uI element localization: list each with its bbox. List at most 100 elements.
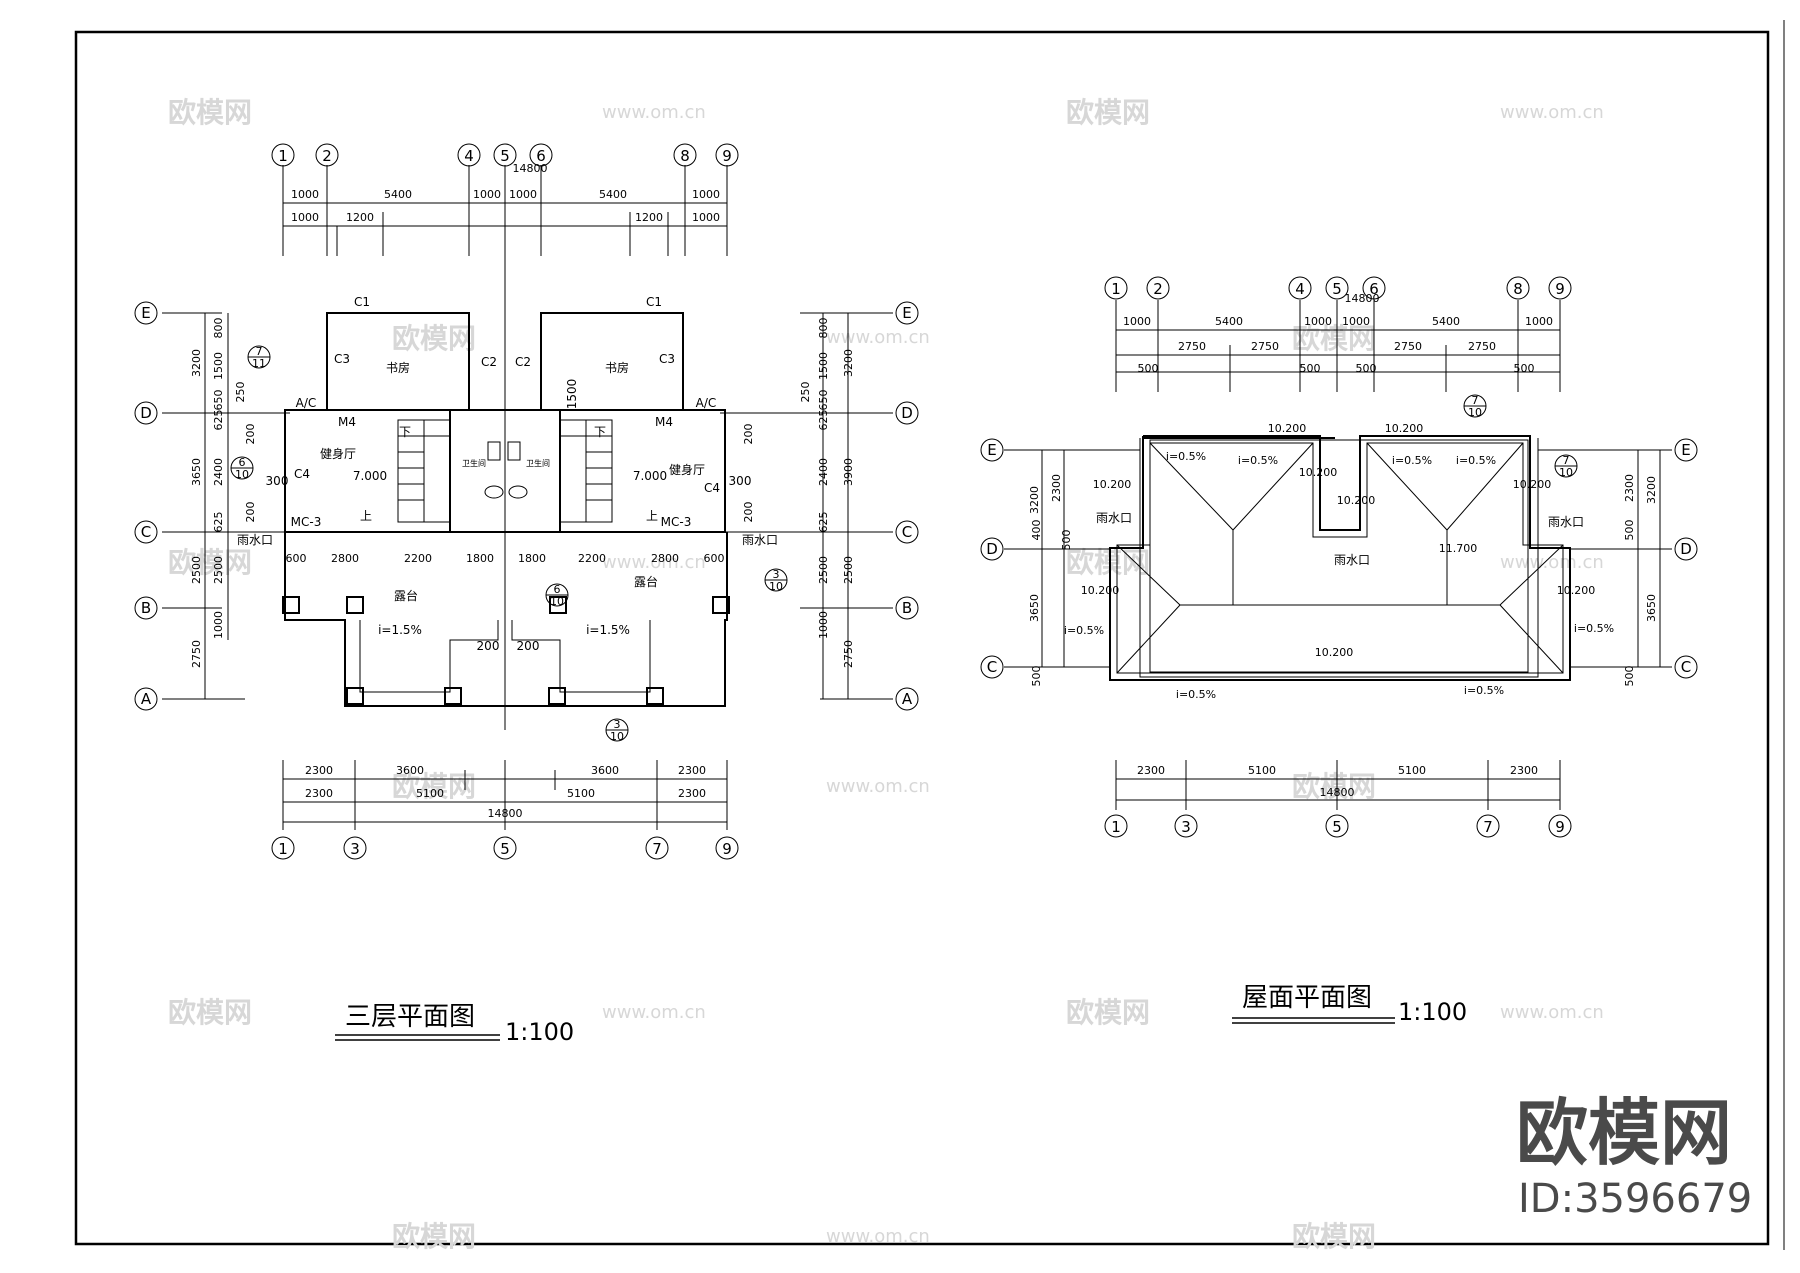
axis-label: 5: [500, 147, 510, 165]
axis-label: 9: [722, 840, 732, 858]
watermark-logo: 欧模网: [1292, 1220, 1376, 1253]
elevation: 7.000: [353, 469, 387, 483]
dim: 3200: [190, 349, 203, 377]
dim: 1500: [565, 379, 579, 410]
window-label: C1: [354, 295, 370, 309]
left-plan-dimensions: 14800 1000 5400 1000 1000 5400 1000 1000…: [286, 162, 725, 820]
callout-num: 7: [1563, 454, 1570, 467]
window-label: C2: [515, 355, 531, 369]
dim: 200: [244, 424, 257, 445]
room-terrace: 露台: [394, 588, 418, 603]
dim: 2750: [1394, 340, 1422, 353]
room-washroom: 卫生间: [462, 458, 486, 468]
callout-num: 7: [256, 345, 263, 358]
drawing-title: 三层平面图: [345, 1002, 475, 1032]
dim: 2800: [651, 552, 679, 565]
right-plan-axis-bubbles: [980, 276, 1698, 838]
drain-label: 雨水口: [1334, 553, 1370, 567]
callout-den: 10: [769, 580, 783, 593]
watermark-logo: 欧模网: [1292, 770, 1376, 803]
callout-den: 10: [610, 730, 624, 743]
dim: 5400: [384, 188, 412, 201]
dim: 500: [1356, 362, 1377, 375]
axis-label: C: [141, 523, 151, 541]
dim: 2400: [817, 458, 830, 486]
dim-total: 14800: [513, 162, 548, 175]
dim: 625: [817, 410, 830, 431]
callout-den: 10: [1559, 466, 1573, 479]
dim-total: 14800: [1320, 786, 1355, 799]
dim: 1000: [1525, 315, 1553, 328]
axis-label: 8: [1513, 280, 1523, 298]
dim: 3200: [1028, 486, 1041, 514]
axis-label: 1: [1111, 818, 1121, 836]
drawing-scale: 1:100: [505, 1018, 574, 1046]
elevation: 10.200: [1093, 478, 1132, 491]
elevation: 10.200: [1268, 422, 1307, 435]
dim: 1500: [212, 352, 225, 380]
callout-den: 11: [252, 357, 266, 370]
slope-label: i=0.5%: [1064, 624, 1104, 637]
dim: 200: [742, 502, 755, 523]
elevation: 7.000: [633, 469, 667, 483]
dim: 625: [817, 512, 830, 533]
drain-label: 雨水口: [1548, 515, 1584, 529]
window-label: C1: [646, 295, 662, 309]
axis-label: 5: [1332, 818, 1342, 836]
drain-label: 雨水口: [742, 533, 778, 547]
watermark-logo: 欧模网: [392, 770, 476, 803]
axis-label: 4: [1295, 280, 1305, 298]
dim: 5400: [1215, 315, 1243, 328]
watermark-logo: 欧模网: [168, 96, 252, 129]
window-label: C2: [481, 355, 497, 369]
dim: 3900: [842, 458, 855, 486]
door-label: MC-3: [661, 515, 692, 529]
axis-label: 7: [1483, 818, 1493, 836]
dim: 200: [477, 639, 500, 653]
watermark-url: www.om.cn: [1500, 102, 1604, 123]
watermark-logo: 欧模网: [1066, 96, 1150, 129]
left-plan-axis-bubbles: [134, 143, 919, 860]
elevation: 10.200: [1513, 478, 1552, 491]
axis-label: D: [901, 404, 913, 422]
dim: 5100: [1398, 764, 1426, 777]
dim: 1000: [1342, 315, 1370, 328]
slope-label: i=0.5%: [1238, 454, 1278, 467]
dim: 1200: [635, 211, 663, 224]
right-plan-roof-labels: 10.200 10.200 10.200 10.200 10.200 10.20…: [1064, 422, 1614, 701]
left-plan-title-block: 三层平面图 1:100: [345, 1002, 574, 1046]
watermark-logo: 欧模网: [168, 996, 252, 1029]
axis-label: E: [902, 304, 911, 322]
dim: 400: [1030, 520, 1043, 541]
watermark-url: www.om.cn: [602, 102, 706, 123]
window-label: C3: [659, 352, 675, 366]
window-label: C4: [294, 467, 310, 481]
dim: 5100: [1248, 764, 1276, 777]
dim: 1000: [692, 188, 720, 201]
axis-label: 1: [1111, 280, 1121, 298]
dim: 2750: [1468, 340, 1496, 353]
dim: 300: [729, 474, 752, 488]
axis-label: A: [902, 690, 913, 708]
left-plan-room-labels: C1 C1 C3 C3 C2 C2 C4 C4 书房 书房 健身厅 健身厅 卫生…: [237, 295, 778, 653]
dim: 3650: [1645, 594, 1658, 622]
watermark-url: www.om.cn: [826, 327, 930, 348]
dim: 2300: [678, 764, 706, 777]
dim: 2300: [1050, 474, 1063, 502]
dim: 1000: [509, 188, 537, 201]
axis-label: 9: [1555, 280, 1565, 298]
callout-num: 6: [239, 456, 246, 469]
dim: 5100: [416, 787, 444, 800]
left-plan-vertical-dims: 3200 3650 2500 2750 800 1500 250 625 650…: [190, 318, 855, 669]
watermark-logo: 欧模网: [1066, 996, 1150, 1029]
dim: 625: [212, 512, 225, 533]
dim: 2750: [190, 640, 203, 668]
axis-label: 1: [278, 147, 288, 165]
dim: 2200: [578, 552, 606, 565]
axis-label: D: [1680, 540, 1692, 558]
dim: 1200: [346, 211, 374, 224]
drawing-title: 屋面平面图: [1242, 983, 1372, 1013]
dim: 200: [517, 639, 540, 653]
slope-label: i=1.5%: [586, 623, 630, 637]
watermark-layer: 欧模网 欧模网 欧模网 欧模网 欧模网 欧模网 欧模网 欧模网 欧模网 欧模网 …: [168, 96, 1376, 1253]
